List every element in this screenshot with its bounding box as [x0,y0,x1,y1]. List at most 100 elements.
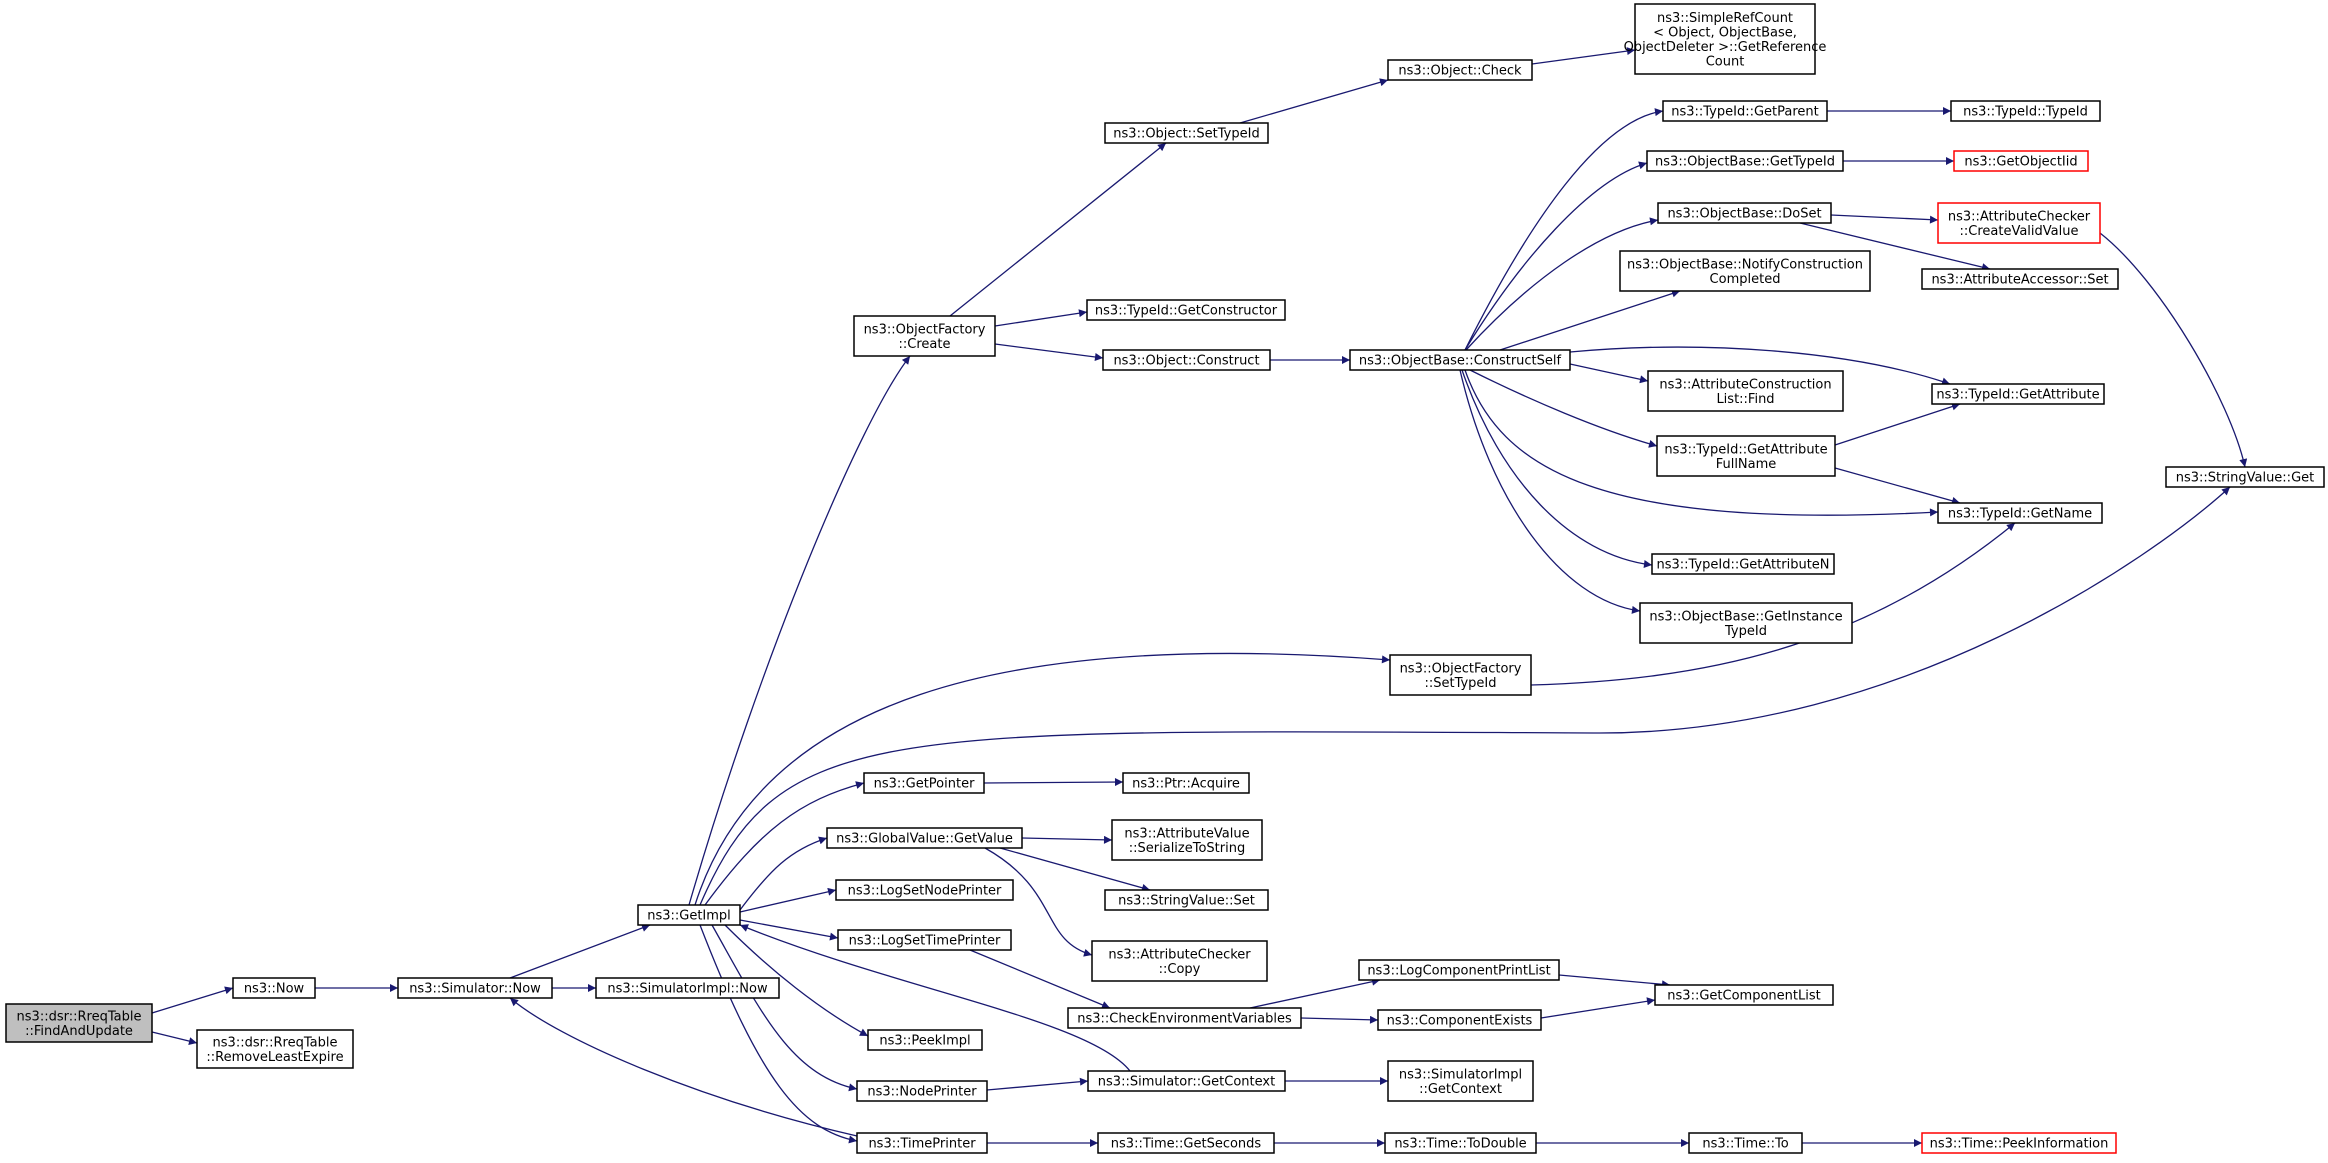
node-now[interactable]: ns3::Now [232,977,316,999]
node-compexists[interactable]: ns3::ComponentExists [1377,1009,1542,1031]
node-box[interactable] [1639,602,1853,644]
node-notifyconstr[interactable]: ns3::ObjectBase::NotifyConstructionCompl… [1619,250,1871,292]
node-box[interactable] [1102,349,1271,371]
node-tidgetattr[interactable]: ns3::TypeId::GetAttribute [1931,383,2105,405]
node-box[interactable] [863,772,985,794]
node-box[interactable] [1647,370,1844,412]
node-objcheck[interactable]: ns3::Object::Check [1387,59,1533,81]
node-refcount[interactable]: ns3::SimpleRefCount< Object, ObjectBase,… [1624,3,1827,75]
node-box[interactable] [1950,100,2101,122]
node-tidgetattrn[interactable]: ns3::TypeId::GetAttributeN [1651,553,1835,575]
node-box[interactable] [1646,150,1844,172]
node-remove[interactable]: ns3::dsr::RreqTable::RemoveLeastExpire [196,1029,354,1069]
node-box[interactable] [232,977,316,999]
node-box[interactable] [397,977,553,999]
node-box[interactable] [1651,553,1835,575]
node-box[interactable] [1111,819,1263,861]
node-box[interactable] [1104,122,1269,144]
node-tidgetparent[interactable]: ns3::TypeId::GetParent [1662,100,1828,122]
node-accheckcreate[interactable]: ns3::AttributeChecker::CreateValidValue [1937,202,2101,244]
node-simimplnow[interactable]: ns3::SimulatorImpl::Now [595,977,780,999]
node-box[interactable] [637,904,741,926]
node-constructself[interactable]: ns3::ObjectBase::ConstructSelf [1349,349,1571,371]
node-nodeprinter[interactable]: ns3::NodePrinter [856,1080,988,1102]
node-box[interactable] [1662,100,1828,122]
node-box[interactable] [2165,466,2325,488]
node-box[interactable] [595,977,780,999]
node-box[interactable] [1122,772,1250,794]
node-timegetsec[interactable]: ns3::Time::GetSeconds [1097,1132,1275,1154]
node-box[interactable] [1389,654,1532,696]
node-lognode[interactable]: ns3::LogSetNodePrinter [835,879,1014,901]
node-simnow[interactable]: ns3::Simulator::Now [397,977,553,999]
node-box[interactable] [5,1003,153,1043]
node-objsettypeid[interactable]: ns3::Object::SetTypeId [1104,122,1269,144]
node-accopy[interactable]: ns3::AttributeChecker::Copy [1091,940,1268,982]
node-box[interactable] [1634,3,1816,75]
node-find[interactable]: ns3::dsr::RreqTable::FindAndUpdate [5,1003,153,1043]
node-box[interactable] [837,929,1012,951]
node-box[interactable] [1087,1070,1286,1092]
node-avserialize[interactable]: ns3::AttributeValue::SerializeToString [1111,819,1263,861]
node-box[interactable] [1384,1132,1537,1154]
node-box[interactable] [1091,940,1268,982]
node-checkenv[interactable]: ns3::CheckEnvironmentVariables [1067,1007,1302,1029]
node-objconstruct[interactable]: ns3::Object::Construct [1102,349,1271,371]
node-timeprinter[interactable]: ns3::TimePrinter [856,1132,988,1154]
node-box[interactable] [1097,1132,1275,1154]
node-peekinfo[interactable]: ns3::Time::PeekInformation [1921,1132,2117,1154]
node-box[interactable] [856,1132,988,1154]
node-tidgetname[interactable]: ns3::TypeId::GetName [1937,502,2103,524]
node-box[interactable] [1619,250,1871,292]
node-tidtypeid[interactable]: ns3::TypeId::TypeId [1950,100,2101,122]
node-simgetctx[interactable]: ns3::Simulator::GetContext [1087,1070,1286,1092]
node-accessorset[interactable]: ns3::AttributeAccessor::Set [1921,268,2119,290]
node-logtime[interactable]: ns3::LogSetTimePrinter [837,929,1012,951]
node-ofcreate[interactable]: ns3::ObjectFactory::Create [853,315,996,357]
node-box[interactable] [1953,150,2089,172]
node-box[interactable] [1349,349,1571,371]
node-simimplgetctx[interactable]: ns3::SimulatorImpl::GetContext [1387,1060,1534,1102]
node-getimpl[interactable]: ns3::GetImpl [637,904,741,926]
node-box[interactable] [856,1080,988,1102]
node-getcomplist[interactable]: ns3::GetComponentList [1654,984,1834,1006]
node-box[interactable] [1657,202,1832,224]
node-ofsettypeid[interactable]: ns3::ObjectFactory::SetTypeId [1389,654,1532,696]
node-obdoset[interactable]: ns3::ObjectBase::DoSet [1657,202,1832,224]
node-peekimpl[interactable]: ns3::PeekImpl [867,1029,983,1051]
node-box[interactable] [1067,1007,1302,1029]
node-box[interactable] [1654,984,1834,1006]
node-timeto[interactable]: ns3::Time::To [1688,1132,1803,1154]
node-box[interactable] [835,879,1014,901]
node-box[interactable] [1921,268,2119,290]
node-box[interactable] [1937,202,2101,244]
node-box[interactable] [1688,1132,1803,1154]
node-getobjectiid[interactable]: ns3::GetObjectIid [1953,150,2089,172]
node-box[interactable] [1937,502,2103,524]
node-box[interactable] [1377,1009,1542,1031]
node-tidgetctor[interactable]: ns3::TypeId::GetConstructor [1086,299,1286,321]
node-box[interactable] [1921,1132,2117,1154]
node-box[interactable] [853,315,996,357]
node-box[interactable] [1387,59,1533,81]
node-timetodouble[interactable]: ns3::Time::ToDouble [1384,1132,1537,1154]
node-ptracquire[interactable]: ns3::Ptr::Acquire [1122,772,1250,794]
node-box[interactable] [1086,299,1286,321]
node-box[interactable] [1358,959,1560,981]
node-logcompprint[interactable]: ns3::LogComponentPrintList [1358,959,1560,981]
node-box[interactable] [1104,889,1269,911]
node-box[interactable] [1931,383,2105,405]
node-box[interactable] [867,1029,983,1051]
node-obgettypeid[interactable]: ns3::ObjectBase::GetTypeId [1646,150,1844,172]
node-getpointer[interactable]: ns3::GetPointer [863,772,985,794]
node-stringset[interactable]: ns3::StringValue::Set [1104,889,1269,911]
node-box[interactable] [1387,1060,1534,1102]
node-box[interactable] [196,1029,354,1069]
node-gvgetvalue[interactable]: ns3::GlobalValue::GetValue [826,827,1023,849]
node-box[interactable] [826,827,1023,849]
node-stringget[interactable]: ns3::StringValue::Get [2165,466,2325,488]
node-box[interactable] [1656,435,1836,477]
